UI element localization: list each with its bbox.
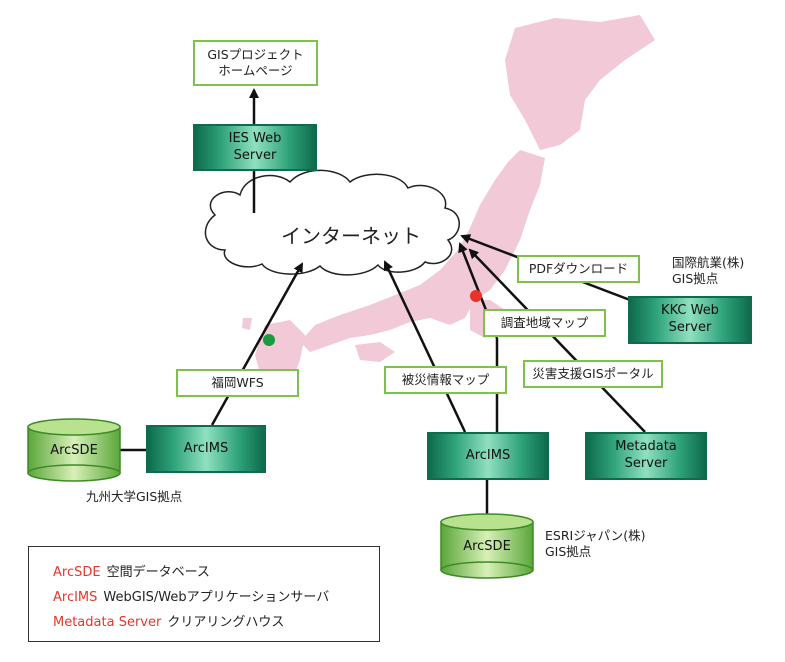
pdf-download-box: PDFダウンロード bbox=[517, 255, 640, 283]
metadata-label: Metadata Server bbox=[615, 439, 677, 471]
arcsde-left-db bbox=[27, 418, 121, 482]
arcims-center-server: ArcIMS bbox=[427, 432, 549, 480]
arcims-left-server: ArcIMS bbox=[146, 425, 266, 473]
arcims-center-label: ArcIMS bbox=[465, 447, 511, 463]
arcsde-center-label: ArcSDE bbox=[463, 539, 511, 554]
gis-home-box: GISプロジェクト ホームページ bbox=[193, 40, 318, 86]
tokyo-marker bbox=[470, 290, 482, 302]
internet-cloud bbox=[204, 169, 460, 276]
kkc-web-label: KKC Web Server bbox=[661, 303, 719, 335]
legend-key: Metadata Server bbox=[53, 615, 162, 630]
fukuoka-wfs-box: 福岡WFS bbox=[176, 369, 299, 397]
legend-row-arcims: ArcIMS WebGIS/Webアプリケーションサーバ bbox=[53, 586, 329, 605]
arcsde-left-label: ArcSDE bbox=[50, 443, 98, 458]
legend-desc: 空間データベース bbox=[106, 565, 210, 580]
arcsde-center-db bbox=[440, 513, 534, 579]
link-metadata-to-cloud bbox=[468, 248, 646, 433]
legend-desc: クリアリングハウス bbox=[167, 615, 285, 630]
kkc-web-server: KKC Web Server bbox=[628, 296, 752, 344]
legend-desc: WebGIS/Webアプリケーションサーバ bbox=[103, 590, 330, 605]
cloud-label: インターネット bbox=[281, 224, 421, 248]
chosa-map-box: 調査地域マップ bbox=[483, 309, 606, 337]
esri-site-label: ESRIジャパン(株) GIS拠点 bbox=[545, 528, 646, 559]
ies-web-server: IES Web Server bbox=[193, 124, 317, 171]
ies-web-server-label: IES Web Server bbox=[228, 130, 282, 163]
saigai-portal-box: 災害支援GISポータル bbox=[523, 360, 663, 388]
legend-row-metadata: Metadata Server クリアリングハウス bbox=[53, 611, 284, 630]
legend-key: ArcIMS bbox=[53, 590, 98, 605]
hisai-map-box: 被災情報マップ bbox=[384, 366, 507, 394]
legend-key: ArcSDE bbox=[53, 565, 101, 580]
fukuoka-marker bbox=[263, 334, 275, 346]
kyushu-site-label: 九州大学GIS拠点 bbox=[86, 489, 183, 504]
arcims-left-label: ArcIMS bbox=[183, 440, 229, 456]
legend-box: ArcSDE 空間データベース ArcIMS WebGIS/Webアプリケーションサ… bbox=[28, 546, 380, 642]
kokusai-site-label: 国際航業(株) GIS拠点 bbox=[672, 255, 745, 286]
link-arcims-center-to-cloud bbox=[383, 260, 467, 433]
metadata-server: Metadata Server bbox=[585, 432, 707, 480]
legend-row-arcsde: ArcSDE 空間データベース bbox=[53, 561, 210, 580]
link-arcims-left-to-cloud bbox=[210, 262, 304, 426]
